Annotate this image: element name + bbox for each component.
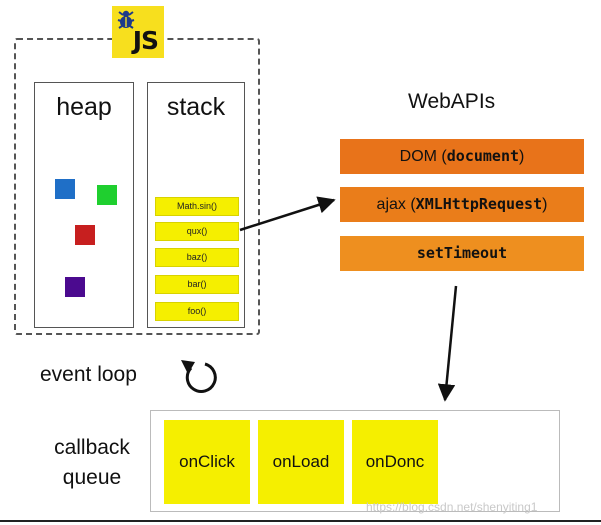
stack-frame: baz() <box>155 248 239 267</box>
event-loop-label: event loop <box>40 363 137 386</box>
stack-frame: qux() <box>155 222 239 241</box>
queue-item: onLoad <box>258 420 344 504</box>
stack-panel: stack Math.sin() qux() baz() bar() foo() <box>147 82 245 328</box>
webapi-ajax-suffix: ) <box>542 196 548 213</box>
refresh-cycle-icon <box>181 360 217 393</box>
webapi-settimeout-code: setTimeout <box>416 244 508 262</box>
stack-title: stack <box>166 93 226 121</box>
bug-icon <box>117 10 135 29</box>
stack-frame: Math.sin() <box>155 197 239 216</box>
heap-object <box>55 179 75 199</box>
callback-queue-label-line1: callback <box>54 436 130 459</box>
heap-object <box>97 185 117 205</box>
queue-item: onClick <box>164 420 250 504</box>
heap-object <box>75 225 95 245</box>
stack-frame: bar() <box>155 275 239 294</box>
webapi-ajax: ajax (XMLHttpRequest) <box>340 187 584 222</box>
bottom-divider <box>0 520 601 522</box>
webapi-dom-suffix: ) <box>519 148 525 165</box>
webapi-dom-code: document <box>446 147 520 165</box>
callback-queue-label: callback queue <box>42 433 142 493</box>
stack-to-webapis-arrow <box>239 196 336 232</box>
webapi-dom-prefix: DOM ( <box>399 148 447 165</box>
heap-panel: heap <box>34 82 134 328</box>
logo-text: JS <box>132 26 159 55</box>
webapis-title: WebAPIs <box>408 90 496 113</box>
webapi-settimeout: setTimeout <box>340 236 584 271</box>
heap-object <box>65 277 85 297</box>
webapi-ajax-code: XMLHttpRequest <box>415 195 543 213</box>
js-logo: JS <box>112 6 164 58</box>
callback-queue-label-line2: queue <box>62 466 122 489</box>
webapi-dom: DOM (document) <box>340 139 584 174</box>
heap-title: heap <box>56 93 112 121</box>
watermark: https://blog.csdn.net/shenyiting1 <box>366 500 538 514</box>
stack-frame: foo() <box>155 302 239 321</box>
webapis-to-queue-arrow <box>437 285 458 402</box>
webapi-ajax-prefix: ajax ( <box>376 196 416 213</box>
queue-item: onDonc <box>352 420 438 504</box>
